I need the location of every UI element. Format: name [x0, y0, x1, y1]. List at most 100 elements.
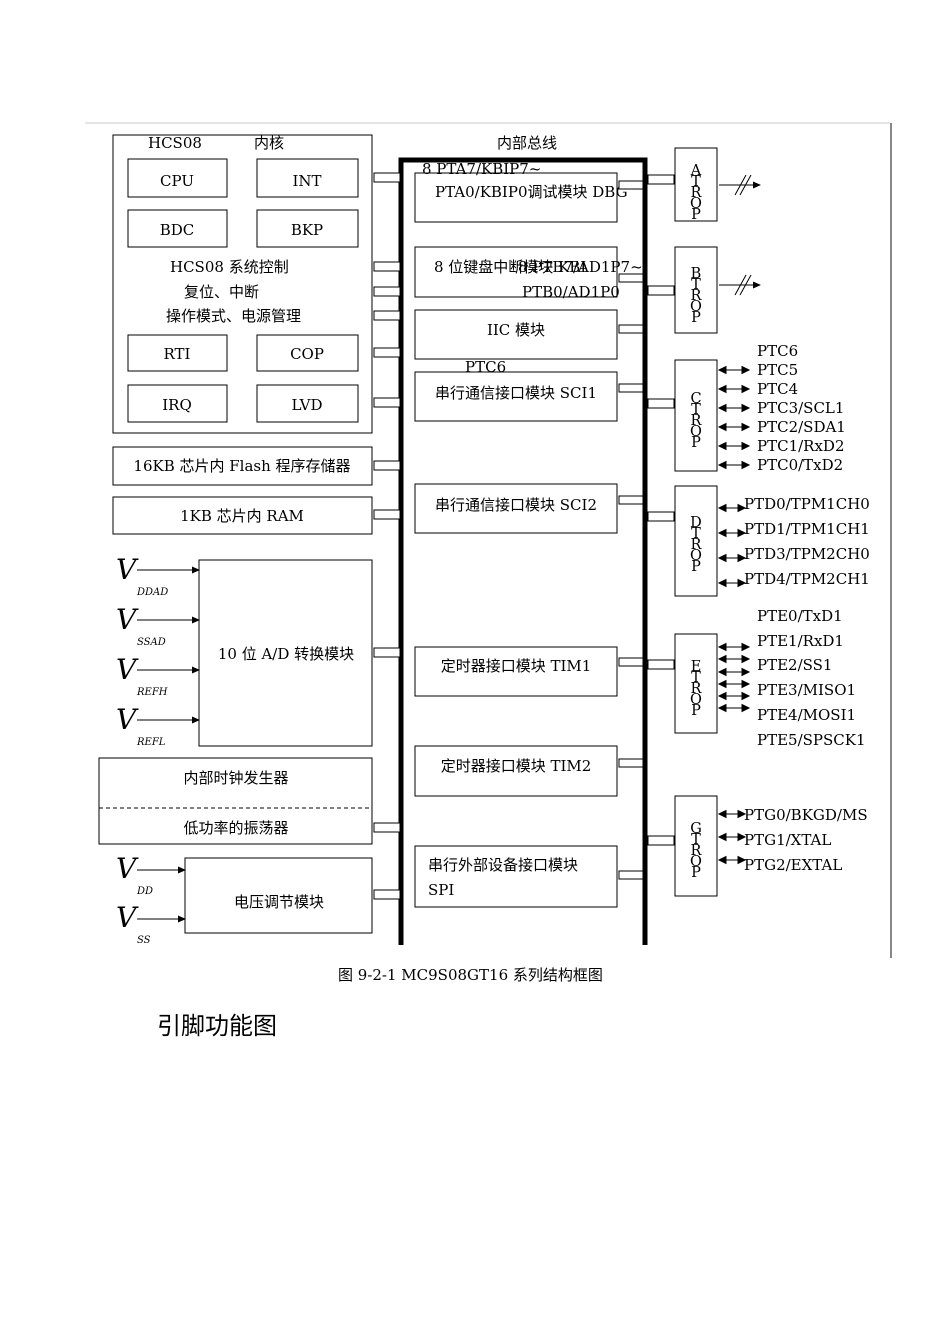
right-bus-connectors [618, 174, 675, 880]
ram-label: 1KB 芯片内 RAM [180, 507, 304, 525]
tim1-label: 定时器接口模块 TIM1 [441, 657, 592, 675]
adc-label: 10 位 A/D 转换模块 [218, 645, 354, 663]
hcs08-core-block: HCS08 内核 CPU INT BDC BKP HCS08 系统控制 复位、中… [112, 134, 373, 434]
port-b-bus-arrow [719, 274, 761, 296]
port-b-letter: O [690, 299, 702, 315]
figure-caption: 图 9-2-1 MC9S08GT16 系列结构框图 [338, 966, 603, 984]
pins-port-d: PTD0/TPM1CH0 PTD1/TPM1CH1 PTD3/TPM2CH0 P… [717, 495, 870, 588]
spi-module: 串行外部设备接口模块 SPI [414, 845, 618, 908]
pin-label: PTC2/SDA1 [757, 418, 846, 436]
regulator-label: 电压调节模块 [234, 893, 324, 911]
kbi-module: 8 位键盘中断模块 KBI 8 PTB7/AD1P7~ PTB0/AD1P0 [414, 246, 643, 301]
pins-port-c: PTC6 PTC5 PTC4 PTC3/SCL1 PTC2/SDA1 PTC1/… [717, 342, 846, 474]
port-a-letter: R [691, 185, 703, 201]
vddad-sub: DDAD [136, 587, 168, 598]
section-heading: 引脚功能图 [157, 1012, 277, 1040]
port-e-letter: O [690, 692, 702, 708]
pin-label: PTG1/XTAL [744, 831, 831, 849]
pin-label: PTC3/SCL1 [757, 399, 844, 417]
vssad-sub: SSAD [137, 637, 166, 648]
pin-label: PTE4/MOSI1 [757, 706, 856, 724]
port-a-letter: P [691, 207, 701, 223]
port-e-letter: T [691, 670, 701, 686]
port-e-letter: E [691, 659, 702, 675]
port-c: C T R O P [674, 359, 718, 472]
pin-label: PTD4/TPM2CH1 [744, 570, 870, 588]
port-g-letter: G [690, 821, 702, 837]
regulator-block: 电压调节模块 [184, 857, 373, 934]
port-d-letter: D [690, 515, 702, 531]
port-g-letter: O [690, 854, 702, 870]
port-g: G T R O P [674, 795, 718, 897]
sysctl-line2: 复位、中断 [184, 283, 259, 301]
vssad-symbol: V [116, 603, 139, 636]
pin-label: PTE0/TxD1 [757, 607, 843, 625]
port-g-letter: T [691, 832, 701, 848]
vdd-symbol: V [116, 852, 139, 885]
tim2-module: 定时器接口模块 TIM2 [414, 745, 618, 797]
sci2-module: 串行通信接口模块 SCI2 [414, 483, 618, 534]
pin-label: PTD0/TPM1CH0 [744, 495, 870, 513]
port-a-letter: A [690, 163, 702, 179]
adc-block: 10 位 A/D 转换模块 [198, 559, 373, 747]
port-a-bus-arrow [719, 174, 761, 196]
pin-label: PTE5/SPSCK1 [757, 731, 866, 749]
pin-label: PTC0/TxD2 [757, 456, 843, 474]
spi-label-line1: 串行外部设备接口模块 [428, 856, 578, 874]
port-c-letter: O [690, 424, 702, 440]
sysctl-line3: 操作模式、电源管理 [166, 307, 301, 325]
port-e-letter: R [691, 681, 703, 697]
oscillator-label: 低功率的振荡器 [183, 819, 288, 837]
vss-sub: SS [137, 935, 151, 946]
internal-bus: 内部总线 [398, 134, 648, 945]
port-e: E T R O P [674, 633, 718, 734]
pin-label: PTE3/MISO1 [757, 681, 856, 699]
vrefl-sub: REFL [136, 737, 166, 748]
pin-label: PTC5 [757, 361, 798, 379]
adc-inputs: V DDAD V SSAD V REFH V REFL [116, 553, 200, 748]
ram-block: 1KB 芯片内 RAM [112, 496, 373, 535]
port-b-letter: R [691, 288, 703, 304]
pins-port-g: PTG0/BKGD/MS PTG1/XTAL PTG2/EXTAL [717, 806, 868, 874]
cop-label: COP [290, 345, 324, 363]
int-label: INT [292, 172, 321, 190]
kbi-overlap1: 8 PTB7/AD1P7~ [518, 258, 643, 276]
bkp-label: BKP [291, 221, 323, 239]
sci1-label: 串行通信接口模块 SCI1 [435, 384, 597, 402]
vrefh-symbol: V [116, 653, 139, 686]
irq-label: IRQ [162, 396, 192, 414]
dbg-module: 8 PTA7/KBIP7~ PTA0/KBIP0调试模块 DBG [414, 160, 628, 223]
port-d: D T R O P [674, 485, 718, 597]
pin-label: PTD3/TPM2CH0 [744, 545, 870, 563]
port-a-letter: O [690, 196, 702, 212]
port-d-letter: R [691, 537, 703, 553]
port-g-letter: R [691, 843, 703, 859]
port-c-letter: C [690, 391, 701, 407]
port-e-letter: P [691, 703, 701, 719]
left-bus-connectors [373, 172, 401, 900]
port-c-letter: T [691, 402, 701, 418]
bus-label: 内部总线 [497, 134, 557, 152]
port-b-letter: T [691, 277, 701, 293]
sci1-module: 串行通信接口模块 SCI1 [414, 371, 618, 422]
vrefh-sub: REFH [136, 687, 168, 698]
port-c-letter: P [691, 435, 701, 451]
iic-module: IIC 模块 [414, 309, 618, 360]
vrefl-symbol: V [116, 703, 139, 736]
tim1-module: 定时器接口模块 TIM1 [414, 646, 618, 697]
port-b: B T R O P [674, 246, 718, 334]
pin-label: PTC1/RxD2 [757, 437, 845, 455]
port-c-letter: R [691, 413, 703, 429]
pin-label: PTE1/RxD1 [757, 632, 844, 650]
kbi-label: 8 位键盘中断模块 KBI [434, 258, 586, 276]
core-title2: 内核 [254, 134, 284, 152]
vss-symbol: V [116, 901, 139, 934]
dbg-label: PTA0/KBIP0调试模块 DBG [435, 183, 628, 201]
pin-label: PTG0/BKGD/MS [744, 806, 868, 824]
dbg-overlap-text: 8 PTA7/KBIP7~ [422, 160, 541, 178]
pin-label: PTD1/TPM1CH1 [744, 520, 870, 538]
regulator-inputs: V DD V SS [116, 852, 186, 946]
vddad-symbol: V [116, 553, 139, 586]
lvd-label: LVD [291, 396, 322, 414]
flash-block: 16KB 芯片内 Flash 程序存储器 [112, 446, 373, 486]
